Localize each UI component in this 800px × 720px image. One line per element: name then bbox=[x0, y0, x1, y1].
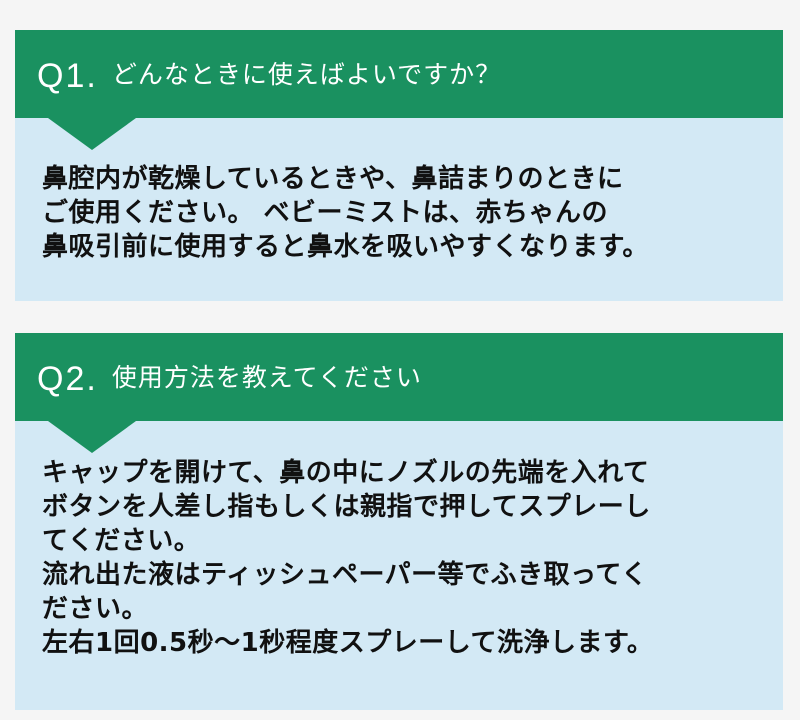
answer-line: ご使用ください。 ベビーミストは、赤ちゃんの bbox=[42, 198, 609, 228]
question-header: Q2. 使用方法を教えてください bbox=[15, 333, 783, 453]
answer-body: 鼻腔内が乾燥しているときや、鼻詰まりのときに ご使用ください。 ベビーミストは、… bbox=[15, 118, 783, 264]
answer-line: てください。 bbox=[42, 526, 201, 556]
question-number: Q2. bbox=[37, 360, 98, 398]
answer-line: 左右1回0.5秒～1秒程度スプレーして洗浄します。 bbox=[42, 628, 654, 658]
question-header: Q1. どんなときに使えばよいですか？ bbox=[15, 30, 783, 150]
answer-line: 鼻吸引前に使用すると鼻水を吸いやすくなります。 bbox=[42, 232, 649, 262]
question-number: Q1. bbox=[37, 57, 98, 95]
answer-body: キャップを開けて、鼻の中にノズルの先端を入れて ボタンを人差し指もしくは親指で押… bbox=[15, 421, 783, 660]
answer-line: 流れ出た液はティッシュペーパー等でふき取ってく bbox=[42, 560, 648, 590]
answer-line: キャップを開けて、鼻の中にノズルの先端を入れて bbox=[42, 458, 650, 488]
answer-line: ださい。 bbox=[42, 594, 149, 624]
question-text: 使用方法を教えてください bbox=[111, 362, 422, 392]
faq-item-q2: Q2. 使用方法を教えてください キャップを開けて、鼻の中にノズルの先端を入れて… bbox=[15, 333, 783, 710]
faq-item-q1: Q1. どんなときに使えばよいですか？ 鼻腔内が乾燥しているときや、鼻詰まりのと… bbox=[15, 30, 783, 301]
question-text: どんなときに使えばよいですか？ bbox=[111, 59, 502, 89]
answer-line: ボタンを人差し指もしくは親指で押してスプレーし bbox=[42, 492, 651, 522]
answer-line: 鼻腔内が乾燥しているときや、鼻詰まりのときに bbox=[42, 164, 624, 194]
